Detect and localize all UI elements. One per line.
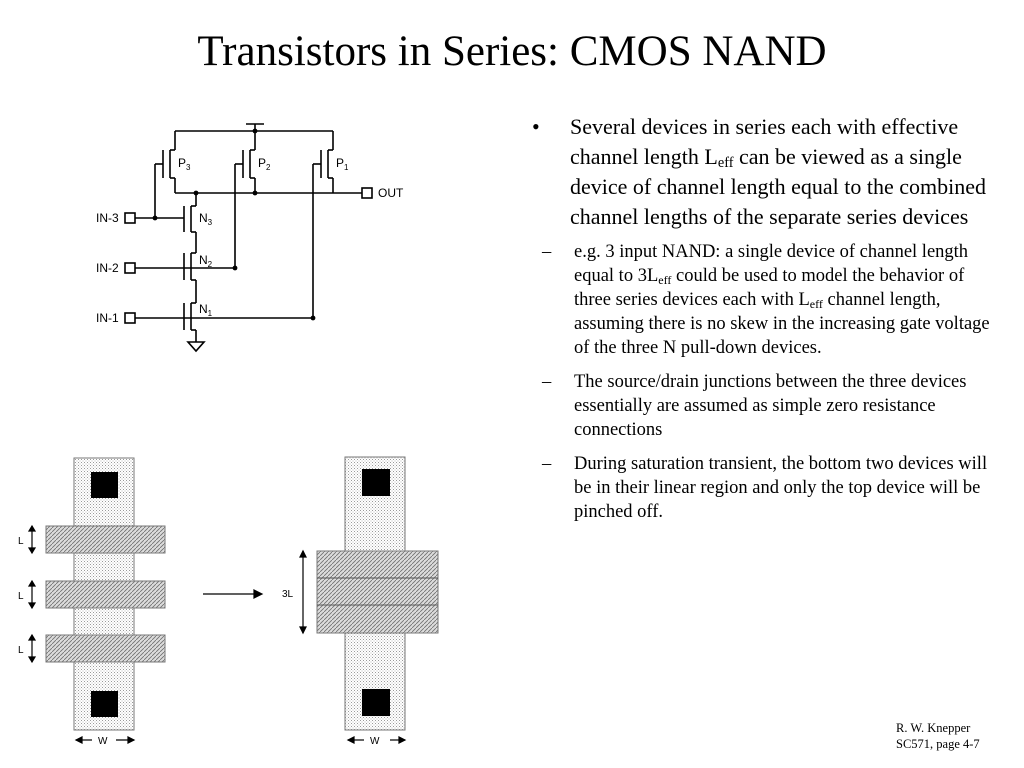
- sub-text-a: e.g. 3 input NAND: a single device of ch…: [574, 242, 969, 286]
- footer-author: R. W. Knepper: [896, 721, 971, 735]
- sub-bullet-list: – e.g. 3 input NAND: a single device of …: [530, 240, 1000, 524]
- bullet-list: • Several devices in series each with ef…: [530, 112, 1000, 534]
- bullet-sub-eff: eff: [717, 155, 734, 171]
- sub-marker: –: [542, 454, 552, 474]
- label-p1: P1: [336, 156, 349, 172]
- bullet-series-devices: • Several devices in series each with ef…: [530, 112, 1000, 232]
- sub-item-junctions: – The source/drain junctions between the…: [490, 370, 1000, 442]
- label-in3: IN-3: [96, 211, 119, 225]
- sub-text-b: could be used to model the behavior of t…: [574, 266, 965, 310]
- sub-eff-2: eff: [809, 297, 823, 311]
- bullet-marker: •: [532, 114, 540, 139]
- slide-footer: R. W. Knepper SC571, page 4-7: [860, 720, 1000, 752]
- label-l-bottom: L: [18, 645, 24, 656]
- label-l-mid: L: [18, 591, 24, 602]
- slide-title: Transistors in Series: CMOS NAND: [197, 28, 827, 75]
- footer-page: SC571, page 4-7: [896, 737, 980, 751]
- label-n1: N1: [199, 302, 213, 318]
- label-w-left: W: [98, 736, 108, 747]
- sub-marker: –: [542, 242, 552, 262]
- label-w-right: W: [370, 736, 380, 747]
- sub-item-saturation: – During saturation transient, the botto…: [490, 452, 1000, 524]
- label-in2: IN-2: [96, 261, 119, 275]
- label-out: OUT: [378, 186, 404, 200]
- label-p3: P3: [178, 156, 191, 172]
- sub-eff-1: eff: [658, 273, 672, 287]
- sub-text: The source/drain junctions between the t…: [574, 372, 967, 440]
- label-3l: 3L: [282, 589, 294, 600]
- sub-text-c: channel length, assuming there is no ske…: [574, 290, 990, 358]
- bullet-text-a: Several devices in series each with effe…: [570, 114, 959, 169]
- label-n2: N2: [199, 253, 213, 269]
- sub-text: During saturation transient, the bottom …: [574, 454, 988, 522]
- sub-item-nand-example: – e.g. 3 input NAND: a single device of …: [490, 240, 1000, 360]
- label-p2: P2: [258, 156, 271, 172]
- label-n3: N3: [199, 211, 213, 227]
- label-l-top: L: [18, 536, 24, 547]
- sub-marker: –: [542, 372, 552, 392]
- label-in1: IN-1: [96, 311, 119, 325]
- bullet-text-b: can be viewed as a single device of chan…: [570, 144, 987, 229]
